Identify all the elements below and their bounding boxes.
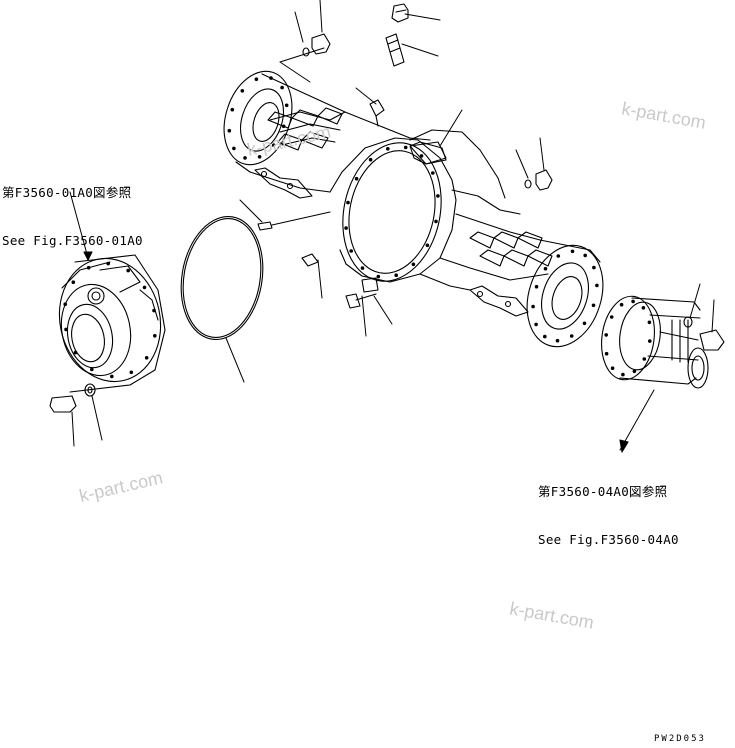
bolt-hole	[284, 103, 289, 108]
breather	[385, 33, 405, 67]
bolt-hole	[403, 145, 408, 150]
dowel-pin	[257, 211, 331, 231]
bolt-hole	[610, 366, 615, 371]
bolt-hole	[230, 107, 235, 112]
bolt-hole	[647, 320, 652, 325]
bolt-hole	[431, 171, 435, 175]
bolt-hole	[436, 194, 440, 198]
bolt-hole	[604, 333, 608, 337]
drawing-code: PW2D053	[654, 734, 706, 744]
shim-plate	[361, 277, 379, 293]
bolt-hole	[126, 268, 130, 273]
bolt-hole	[411, 262, 416, 267]
bolt-hole	[71, 280, 76, 285]
reference-right: 第F3560-04A0図参照 See Fig.F3560-04A0	[538, 452, 679, 580]
bolt-hole	[604, 351, 609, 356]
bolt-hole	[354, 176, 359, 181]
bolt-hole	[583, 253, 587, 258]
bolt-hole	[592, 265, 596, 270]
bolt	[302, 33, 331, 57]
bolt-hole	[609, 315, 614, 319]
bolt-hole	[621, 372, 625, 377]
bolt-hole	[344, 226, 348, 230]
washer-bolt-right	[683, 316, 725, 351]
bolt-hole	[257, 155, 262, 159]
bolt-hole	[569, 334, 574, 338]
bolt-hole	[631, 299, 635, 304]
bolt-hole	[129, 370, 134, 375]
reference-right-jp: 第F3560-04A0図参照	[538, 484, 668, 499]
bolt-hole	[271, 143, 276, 147]
flange-holes	[63, 76, 652, 379]
gasket-ring	[180, 215, 264, 341]
bolt-hole	[360, 266, 365, 270]
bolt-hole	[534, 284, 539, 289]
plug	[391, 3, 409, 23]
bolt-hole	[227, 128, 232, 133]
bolt-hole	[269, 76, 273, 80]
arrow-head	[619, 439, 629, 453]
dowel-bolt	[301, 253, 319, 267]
bolt-hole	[280, 85, 284, 90]
bolt-hole	[642, 357, 647, 361]
bolt-hole	[376, 274, 381, 279]
bolt-hole	[531, 304, 535, 309]
reference-left-jp: 第F3560-01A0図参照	[2, 185, 132, 200]
bolt-hole	[570, 249, 575, 254]
bolt-hole	[110, 374, 114, 379]
bolt-hole	[434, 219, 438, 224]
axle-shaft-flange	[601, 295, 709, 389]
final-drive-housing	[58, 254, 166, 393]
bolt-hole	[419, 154, 424, 158]
washer-bolt-left	[49, 383, 96, 413]
bolt-hole	[582, 321, 587, 326]
reference-left-en: See Fig.F3560-01A0	[2, 233, 143, 248]
bolt-hole	[368, 157, 373, 162]
bolt-right	[524, 169, 553, 191]
bolt-hole	[346, 200, 350, 205]
bolt-hole	[254, 77, 259, 81]
bolt-hole	[240, 89, 245, 93]
bolt-hole	[90, 367, 94, 372]
bolt-hole	[386, 147, 390, 151]
bolt-hole	[632, 369, 637, 374]
bolt-hole	[641, 306, 646, 310]
plate	[409, 141, 447, 165]
bolt-hole	[556, 254, 561, 258]
bolt-hole	[281, 124, 286, 129]
bolt-hole	[243, 156, 247, 160]
bolt-hole	[543, 334, 547, 339]
bolt-hole	[153, 334, 157, 338]
reference-left: 第F3560-01A0図参照 See Fig.F3560-01A0	[2, 153, 143, 281]
arrow-head	[83, 251, 93, 261]
bolt-hole	[142, 285, 147, 290]
bolt-hole	[555, 338, 560, 343]
bolt-hole	[232, 146, 236, 151]
bolt-hole	[543, 266, 548, 271]
breather-plug	[369, 99, 385, 127]
bolt-hole	[595, 283, 599, 288]
bolt-hole	[591, 303, 596, 308]
leader-lines	[69, 0, 715, 451]
bolt-hole	[648, 339, 652, 343]
bolt-hole	[394, 273, 399, 278]
bolt-hole	[349, 249, 354, 253]
bolt-hole	[425, 243, 430, 248]
bolt-hole	[534, 322, 538, 327]
stud-bolt	[345, 293, 377, 309]
reference-right-en: See Fig.F3560-04A0	[538, 532, 679, 547]
axle-housing	[223, 70, 604, 348]
bolt-hole	[619, 302, 624, 307]
bolt-hole	[144, 356, 149, 360]
